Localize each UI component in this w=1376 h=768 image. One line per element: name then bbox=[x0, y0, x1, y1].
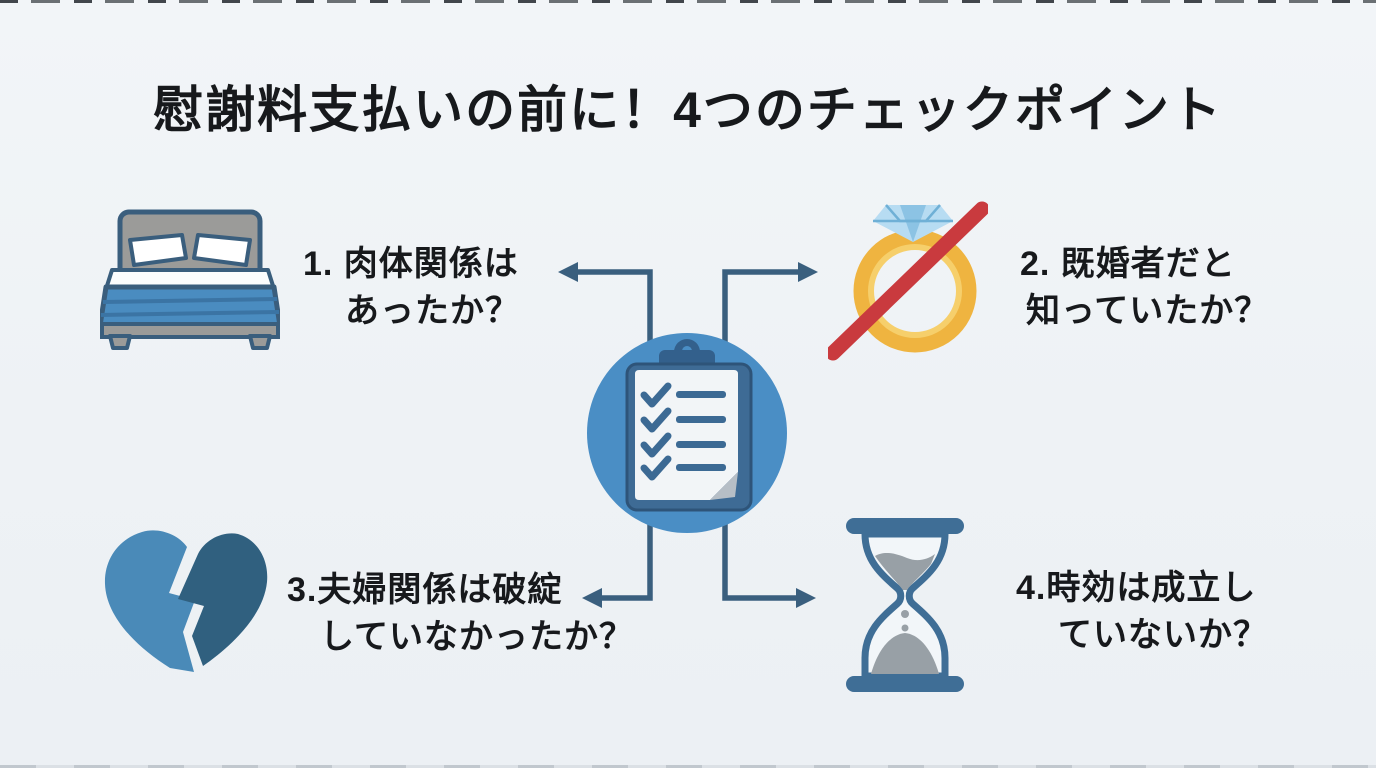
bed-icon bbox=[100, 209, 280, 350]
page-title: 慰謝料支払いの前に！4つのチェックポイント bbox=[153, 82, 1223, 138]
checklist-rows bbox=[640, 382, 672, 481]
heart-left-half bbox=[104, 530, 195, 672]
heart-right-half bbox=[178, 533, 268, 666]
sand-drop bbox=[901, 624, 909, 632]
top-crop-artifact bbox=[0, 0, 1376, 3]
hourglass-icon bbox=[846, 518, 964, 692]
broken-heart-icon bbox=[104, 530, 268, 672]
checklist-clipboard-icon bbox=[558, 262, 818, 608]
checkpoint-4-line1: 4.時効は成立し bbox=[1016, 569, 1257, 607]
checkpoint-3-line2: していなかったか？ bbox=[320, 618, 634, 656]
no-ring-icon bbox=[828, 201, 988, 361]
sand-bottom bbox=[871, 633, 939, 674]
sand-drop bbox=[901, 610, 909, 618]
checkpoint-1-line1: 1. 肉体関係は bbox=[303, 245, 519, 283]
clipboard bbox=[625, 339, 753, 512]
bottom-crop-artifact bbox=[0, 765, 1376, 768]
checklist-lines bbox=[676, 391, 726, 471]
checkpoint-4-line2: ていないか？ bbox=[1058, 616, 1268, 654]
paper-fold bbox=[710, 472, 738, 500]
checkpoint-2-line1: 2. 既婚者だと bbox=[1020, 245, 1236, 283]
checkpoint-1-text: 1. 肉体関係は あったか？ bbox=[303, 241, 520, 335]
checkpoint-2-text: 2. 既婚者だと 知っていたか？ bbox=[1020, 241, 1269, 335]
slash bbox=[828, 201, 988, 361]
checkpoint-4-text: 4.時効は成立し ていないか？ bbox=[1016, 565, 1268, 659]
arrow-top-right-icon bbox=[798, 262, 818, 282]
diamond bbox=[873, 204, 953, 242]
checkpoint-2-line2: 知っていたか？ bbox=[1026, 292, 1270, 330]
arrow-heads bbox=[558, 262, 818, 608]
hourglass-bottom-bar bbox=[846, 676, 964, 692]
arrow-bottom-right-icon bbox=[796, 588, 816, 608]
sand-top bbox=[875, 552, 935, 590]
checkpoint-3-text: 3.夫婦関係は破綻 していなかったか？ bbox=[287, 567, 634, 661]
checkpoint-1-line2: あったか？ bbox=[345, 292, 520, 330]
hourglass-top-bar bbox=[846, 518, 964, 534]
arrow-bottom-left-icon bbox=[582, 588, 602, 608]
checkpoint-3-line1: 3.夫婦関係は破綻 bbox=[287, 571, 563, 609]
arrow-top-left-icon bbox=[558, 262, 578, 282]
